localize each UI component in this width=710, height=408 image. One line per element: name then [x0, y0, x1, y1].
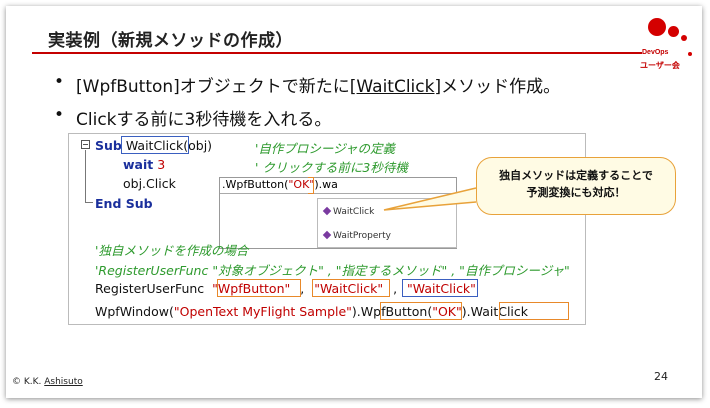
wpf-window-arg: "OpenText MyFlight Sample" [173, 304, 352, 319]
highlight-box-procedure [402, 279, 478, 297]
suggestion-label: WaitClick [333, 207, 375, 217]
highlight-box-wpfbutton [380, 302, 462, 320]
bullet-link-waitclick: [WaitClick] [349, 77, 442, 97]
editor-input-line[interactable]: .WpfButton("OK").wa [220, 178, 456, 194]
tree-line-end [85, 202, 93, 203]
comma: , [300, 281, 305, 296]
highlight-box-input [308, 177, 314, 194]
method-icon [322, 206, 332, 216]
register-keyword: RegisterUserFunc [95, 281, 205, 296]
register-arg-procedure: "WaitClick" [407, 281, 476, 296]
keyword-wait: wait [123, 157, 154, 172]
copyright-text: © K.K. [12, 377, 45, 387]
code-line-wpfwindow: WpfWindow("OpenText MyFlight Sample").Wp… [95, 304, 528, 319]
footer-copyright: © K.K. Ashisuto [12, 377, 83, 387]
suggestion-item-waitproperty[interactable]: WaitProperty [322, 230, 391, 241]
bullet-item: • Clickする前に3秒待機を入れる。 [54, 105, 560, 130]
highlight-box-method [312, 279, 390, 297]
suggestion-label: WaitProperty [333, 231, 391, 241]
wpf-button-call: ).WpfButton( [351, 304, 433, 319]
tree-line [85, 150, 86, 202]
autocomplete-popup: .WpfButton("OK").wa WaitClick WaitProper… [219, 177, 457, 249]
bullet-marker: • [54, 72, 65, 92]
highlight-box-sub-name [121, 136, 189, 154]
code-line-register: RegisterUserFunc "WpfButton" , "WaitClic… [95, 281, 476, 296]
code-line-sub: Sub WaitClick(obj) [95, 138, 212, 153]
keyword-sub: Sub [95, 138, 122, 153]
sub-args: (obj) [183, 138, 213, 153]
code-line-objclick: obj.Click [123, 176, 176, 191]
wait-value: 3 [157, 157, 166, 172]
highlight-box-waitclick [499, 302, 569, 320]
suggestion-item-waitclick[interactable]: WaitClick [322, 206, 375, 217]
devops-logo: DevOps ユーザー会 [634, 16, 698, 72]
bullet-list: • [WpfButton]オブジェクトで新たに[WaitClick]メソッド作成… [54, 72, 560, 138]
callout-line1: 独自メソッドは定義することで [499, 169, 653, 182]
comment-create-method: '独自メソッドを作成の場合 [95, 243, 249, 258]
sub-name: WaitClick [125, 138, 184, 153]
logo-text-usergroup: ユーザー会 [640, 61, 680, 70]
logo-text-devops: DevOps [642, 49, 669, 56]
register-arg-object: "WpfButton" [212, 281, 291, 296]
input-text-pre: .WpfButton( [222, 178, 289, 191]
slide-title: 実装例（新規メソッドの作成） [48, 31, 293, 51]
callout-bubble: 独自メソッドは定義することで 予測変換にも対応！ [476, 157, 676, 215]
collapse-icon[interactable] [81, 140, 90, 149]
bullet-marker: • [54, 105, 65, 125]
company-link[interactable]: Ashisuto [44, 377, 83, 387]
bullet-item: • [WpfButton]オブジェクトで新たに[WaitClick]メソッド作成… [54, 72, 560, 97]
comment-register-syntax: 'RegisterUserFunc "対象オブジェクト" , "指定するメソッド… [95, 263, 570, 278]
comma: , [393, 281, 398, 296]
method-icon [322, 230, 332, 240]
code-block: Sub WaitClick(obj) '自作プロシージャの定義 wait 3 '… [68, 133, 586, 325]
comment-definition: '自作プロシージャの定義 [255, 141, 396, 156]
wpf-button-arg: "OK" [432, 304, 462, 319]
callout-line2: 予測変換にも対応！ [526, 186, 626, 199]
input-text-string: "OK" [288, 178, 315, 191]
highlight-box-object [217, 279, 301, 297]
input-text-post: ).wa [314, 178, 338, 191]
bullet-text-end: メソッド作成。 [441, 77, 561, 97]
wpf-method-waitclick: .WaitClick [466, 304, 529, 319]
bullet-text: Clickする前に3秒待機を入れる。 [76, 110, 332, 130]
wpf-window-call: WpfWindow( [95, 304, 174, 319]
bullet-text: [WpfButton]オブジェクトで新たに [76, 77, 350, 97]
title-divider [32, 52, 642, 54]
callout-pointer [383, 187, 477, 211]
code-line-wait: wait 3 [123, 157, 165, 172]
register-arg-method: "WaitClick" [314, 281, 384, 296]
suggestion-list: WaitClick WaitProperty [317, 198, 457, 248]
keyword-end-sub: End Sub [95, 196, 153, 211]
comment-wait: ' クリックする前に3秒待機 [255, 160, 408, 175]
wpf-close-paren: ) [461, 304, 467, 319]
page-number: 24 [654, 370, 668, 383]
